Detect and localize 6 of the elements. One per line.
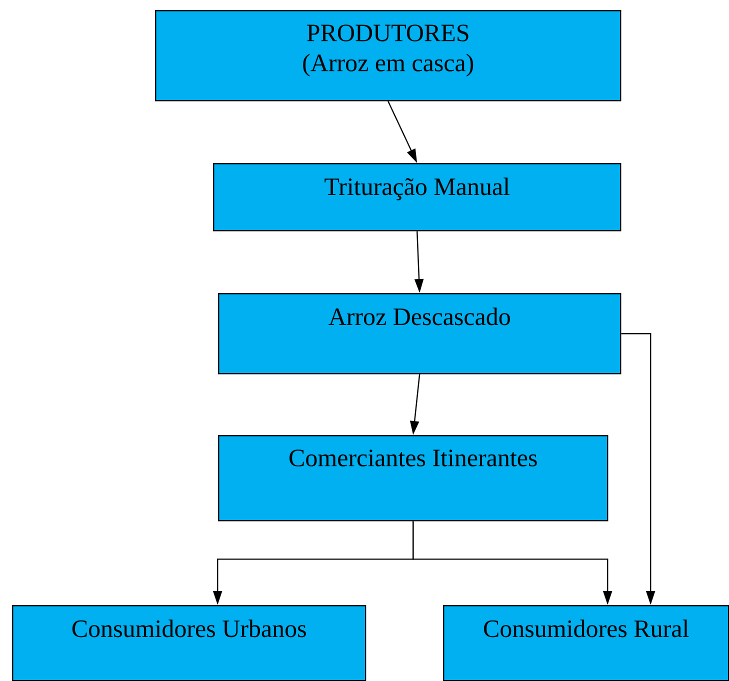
process-box: Comerciantes Itinerantes — [218, 435, 608, 522]
process-box: Trituração Manual — [213, 163, 622, 232]
process-box: Consumidores Rural — [443, 605, 729, 681]
process-box: Arroz Descascado — [218, 293, 622, 374]
process-box: PRODUTORES (Arroz em casca) — [155, 10, 622, 102]
process-box: Consumidores Urbanos — [12, 605, 366, 681]
